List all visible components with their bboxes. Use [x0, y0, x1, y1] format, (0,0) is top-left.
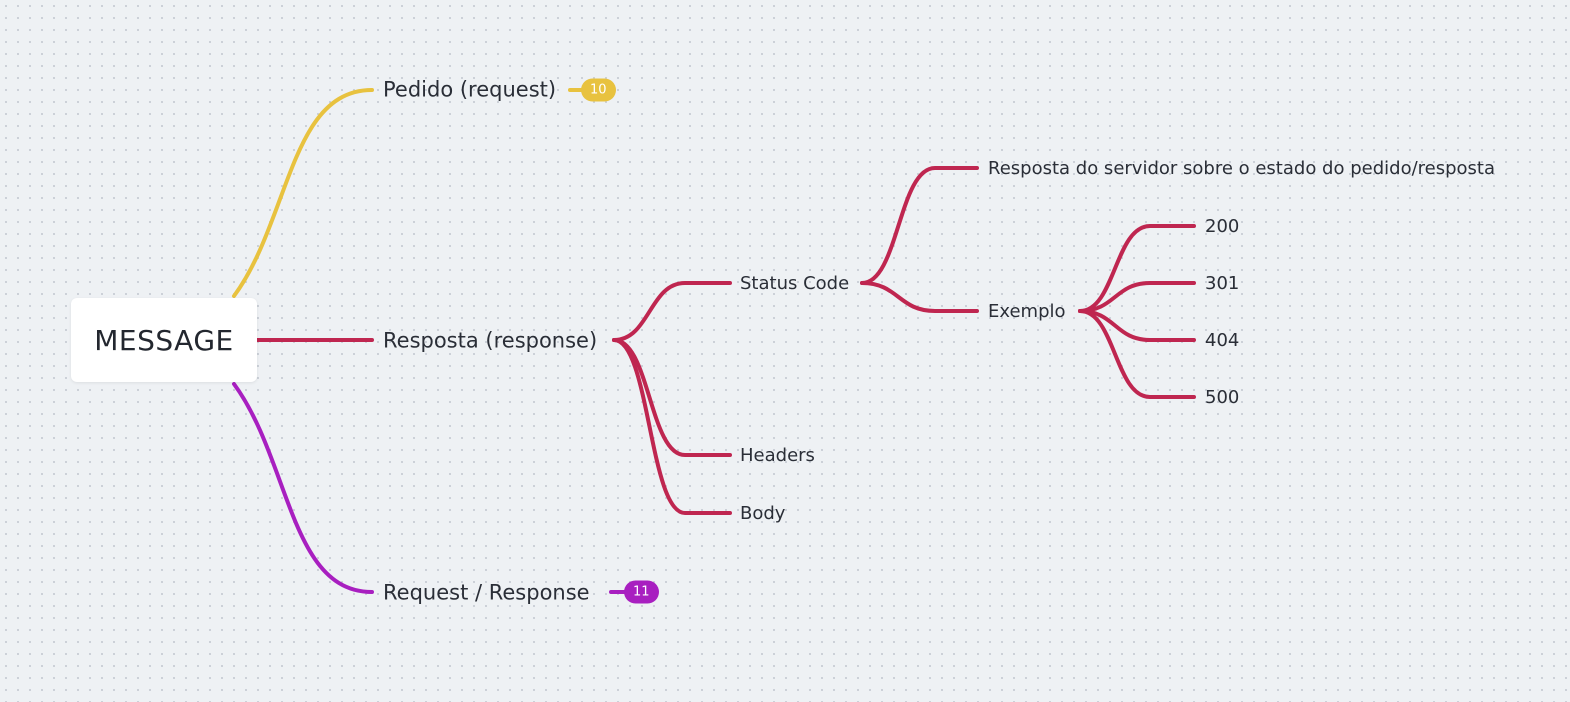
edge-status-to-description — [860, 166, 979, 285]
node-resposta-response[interactable]: Resposta (response) — [383, 328, 598, 353]
edge-response-to-body — [612, 338, 732, 515]
node-pedido-request[interactable]: Pedido (request) — [383, 77, 557, 102]
collapsed-count-badge-reqres[interactable]: 11 — [624, 580, 659, 604]
node-exemplo[interactable]: Exemplo — [988, 303, 1066, 321]
edge-status-to-exemplo — [860, 281, 979, 313]
collapsed-count-badge-request[interactable]: 10 — [581, 78, 616, 102]
node-body[interactable]: Body — [740, 505, 785, 523]
edge-exemplo-to-301 — [1078, 281, 1196, 313]
node-label: Resposta (response) — [383, 328, 598, 353]
node-status-description[interactable]: Resposta do servidor sobre o estado do p… — [988, 160, 1495, 178]
node-code-200[interactable]: 200 — [1205, 218, 1239, 236]
node-label: 404 — [1205, 330, 1240, 351]
node-request-response[interactable]: Request / Response — [383, 580, 590, 605]
node-label: Status Code — [740, 273, 850, 294]
edge-exemplo-to-404 — [1078, 309, 1196, 342]
node-status-code[interactable]: Status Code — [740, 275, 849, 293]
node-label: Body — [740, 503, 786, 524]
node-code-500[interactable]: 500 — [1205, 389, 1239, 407]
node-label: Pedido (request) — [383, 77, 557, 102]
node-label: Request / Response — [383, 580, 590, 605]
node-label: Exemplo — [988, 301, 1066, 322]
node-headers[interactable]: Headers — [740, 447, 815, 465]
edge-root-to-reqres — [232, 382, 374, 594]
node-label: 200 — [1205, 216, 1240, 237]
root-node-message[interactable]: MESSAGE — [71, 298, 257, 382]
edge-exemplo-to-200 — [1078, 224, 1196, 313]
edge-exemplo-to-500 — [1078, 309, 1196, 399]
node-label: 301 — [1205, 273, 1240, 294]
node-label: Resposta do servidor sobre o estado do p… — [988, 158, 1496, 179]
node-code-301[interactable]: 301 — [1205, 275, 1239, 293]
edge-root-to-request — [232, 88, 374, 298]
edge-response-to-status-code — [612, 281, 732, 342]
node-label: 500 — [1205, 387, 1240, 408]
node-code-404[interactable]: 404 — [1205, 332, 1239, 350]
root-label: MESSAGE — [94, 323, 234, 357]
node-label: Headers — [740, 445, 815, 466]
